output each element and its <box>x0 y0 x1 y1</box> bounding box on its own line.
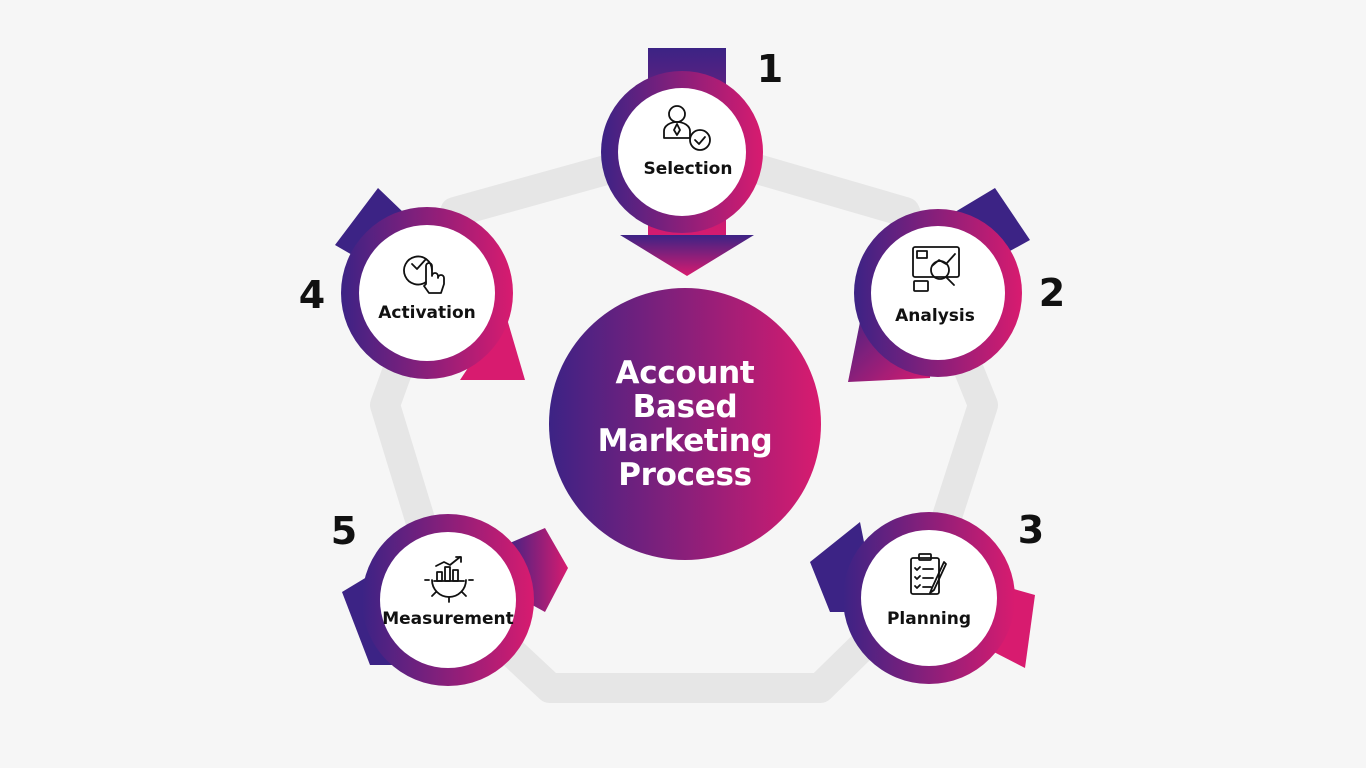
user-check-icon <box>663 105 711 151</box>
step-2-label: Analysis <box>895 306 975 326</box>
center-title-line: Marketing <box>597 423 773 459</box>
step-1-number: 1 <box>756 47 784 91</box>
gear-growth-icon <box>424 556 474 603</box>
step-5-number: 5 <box>330 509 358 553</box>
step-3-label: Planning <box>886 609 972 629</box>
step-3-number: 3 <box>1017 508 1045 552</box>
center-title: Account Based Marketing Process <box>549 288 821 560</box>
step-4-number: 4 <box>298 273 326 317</box>
step-4-label: Activation <box>378 303 476 323</box>
magnify-chart-icon <box>912 246 960 292</box>
step-5-label: Measurement <box>382 609 514 629</box>
step-2-number: 2 <box>1038 271 1066 315</box>
clipboard-checklist-icon <box>910 553 947 595</box>
center-circle <box>549 288 821 560</box>
center-title-line: Based <box>632 388 738 425</box>
touch-check-icon <box>403 255 445 294</box>
center-title-line: Process <box>618 457 752 494</box>
step-1-label: Selection <box>643 159 733 179</box>
center-title-line: Account <box>615 354 755 391</box>
